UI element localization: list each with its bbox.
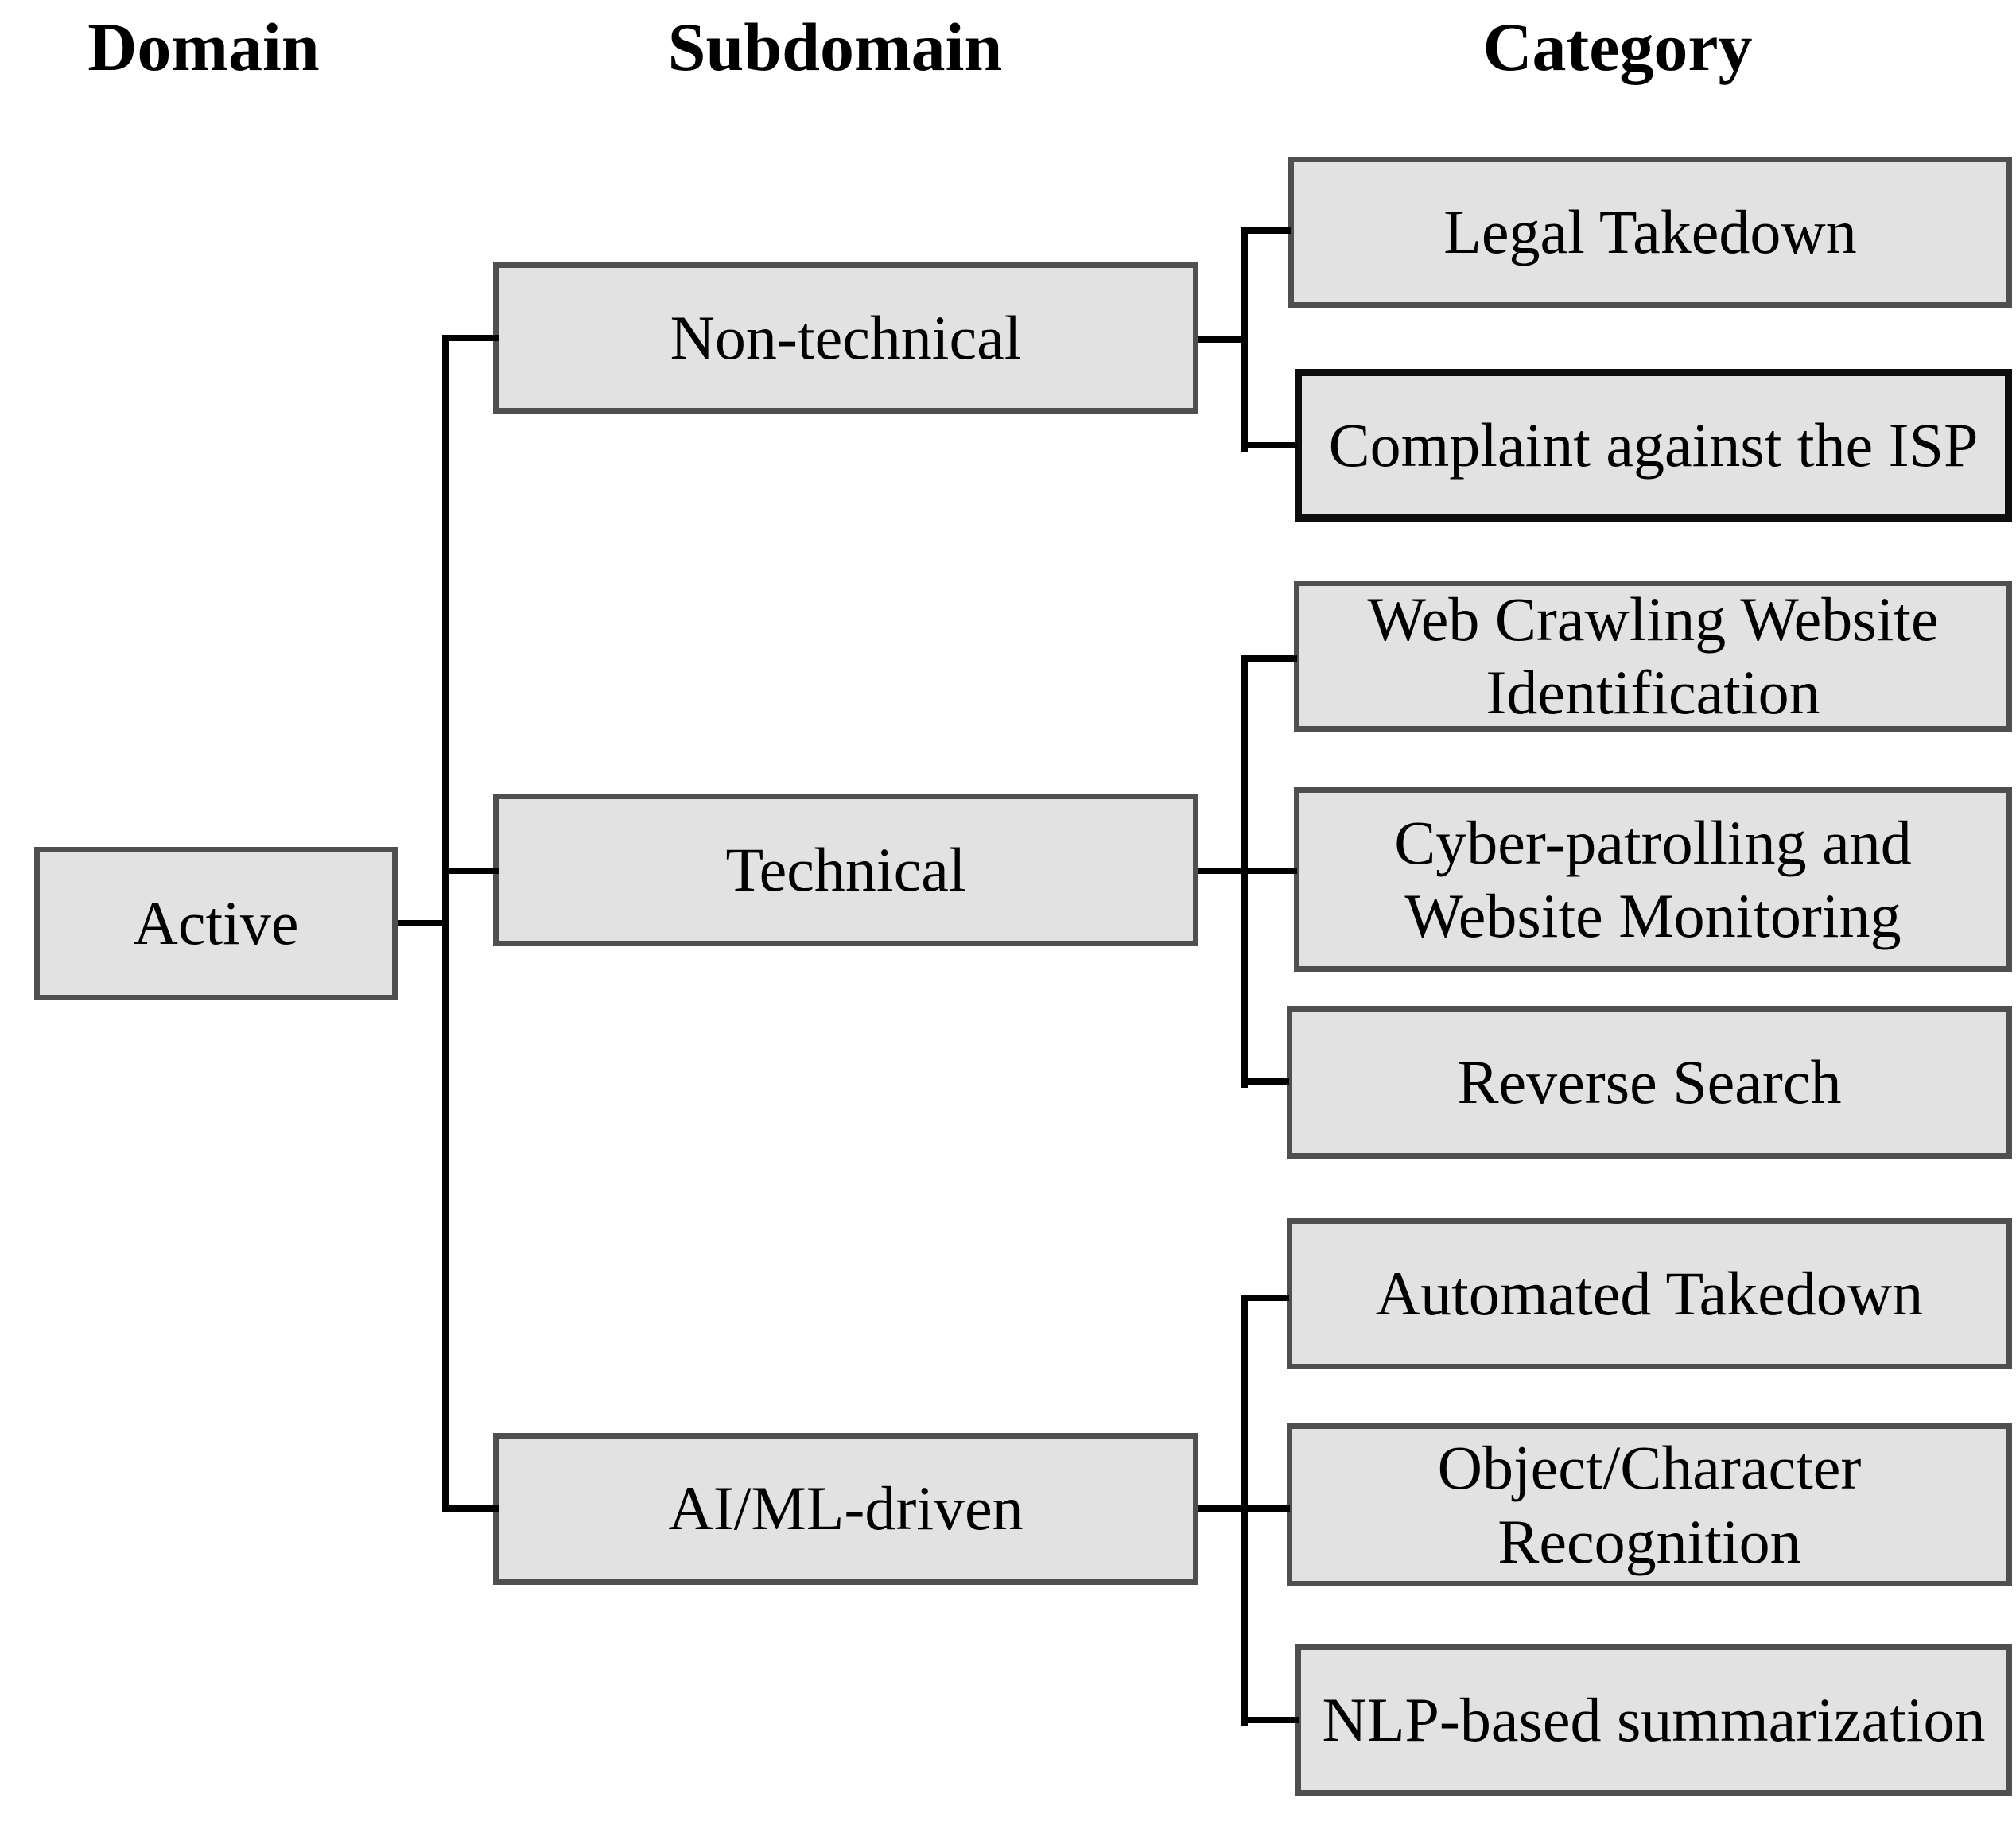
connector-stub-reverse-search — [1241, 1078, 1289, 1085]
connector-technical-vertical — [1241, 655, 1248, 1088]
column-header-category: Category — [1482, 9, 1753, 85]
connector-ai-ml-vertical — [1241, 1295, 1248, 1726]
connector-branch-non-technical — [442, 335, 499, 341]
connector-technical-out-stub — [1198, 868, 1297, 874]
category-node-legal-takedown: Legal Takedown — [1288, 157, 2012, 308]
connector-branch-ai-ml — [442, 1505, 499, 1512]
category-node-object-character-recognition: Object/Character Recognition — [1287, 1423, 2012, 1586]
connector-stub-complaint-isp — [1241, 442, 1297, 448]
connector-branch-technical — [442, 868, 499, 874]
column-header-subdomain: Subdomain — [667, 9, 1003, 85]
connector-non-technical-vertical — [1241, 227, 1248, 452]
domain-node-active: Active — [34, 847, 398, 1000]
category-node-cyber-patrolling-website-monitoring: Cyber-patrolling and Website Monitoring — [1294, 787, 2012, 972]
connector-stub-nlp-summarization — [1241, 1717, 1299, 1723]
category-node-reverse-search: Reverse Search — [1287, 1006, 2012, 1159]
connector-stub-legal-takedown — [1241, 227, 1291, 234]
category-node-complaint-against-isp: Complaint against the ISP — [1295, 369, 2012, 522]
connector-stub-web-crawling — [1241, 655, 1297, 662]
column-header-domain: Domain — [87, 9, 320, 85]
category-node-web-crawling-website-identification: Web Crawling Website Identification — [1294, 581, 2012, 732]
subdomain-node-technical: Technical — [493, 794, 1198, 946]
connector-stub-automated-takedown — [1241, 1295, 1289, 1301]
category-node-automated-takedown: Automated Takedown — [1287, 1218, 2012, 1369]
connector-non-technical-out-stub — [1198, 336, 1248, 343]
connector-trunk-vertical — [442, 335, 449, 1512]
category-node-nlp-based-summarization: NLP-based summarization — [1295, 1644, 2012, 1796]
connector-active-stub — [398, 920, 449, 926]
subdomain-node-ai-ml-driven: AI/ML-driven — [493, 1433, 1198, 1585]
subdomain-node-non-technical: Non-technical — [493, 262, 1198, 414]
